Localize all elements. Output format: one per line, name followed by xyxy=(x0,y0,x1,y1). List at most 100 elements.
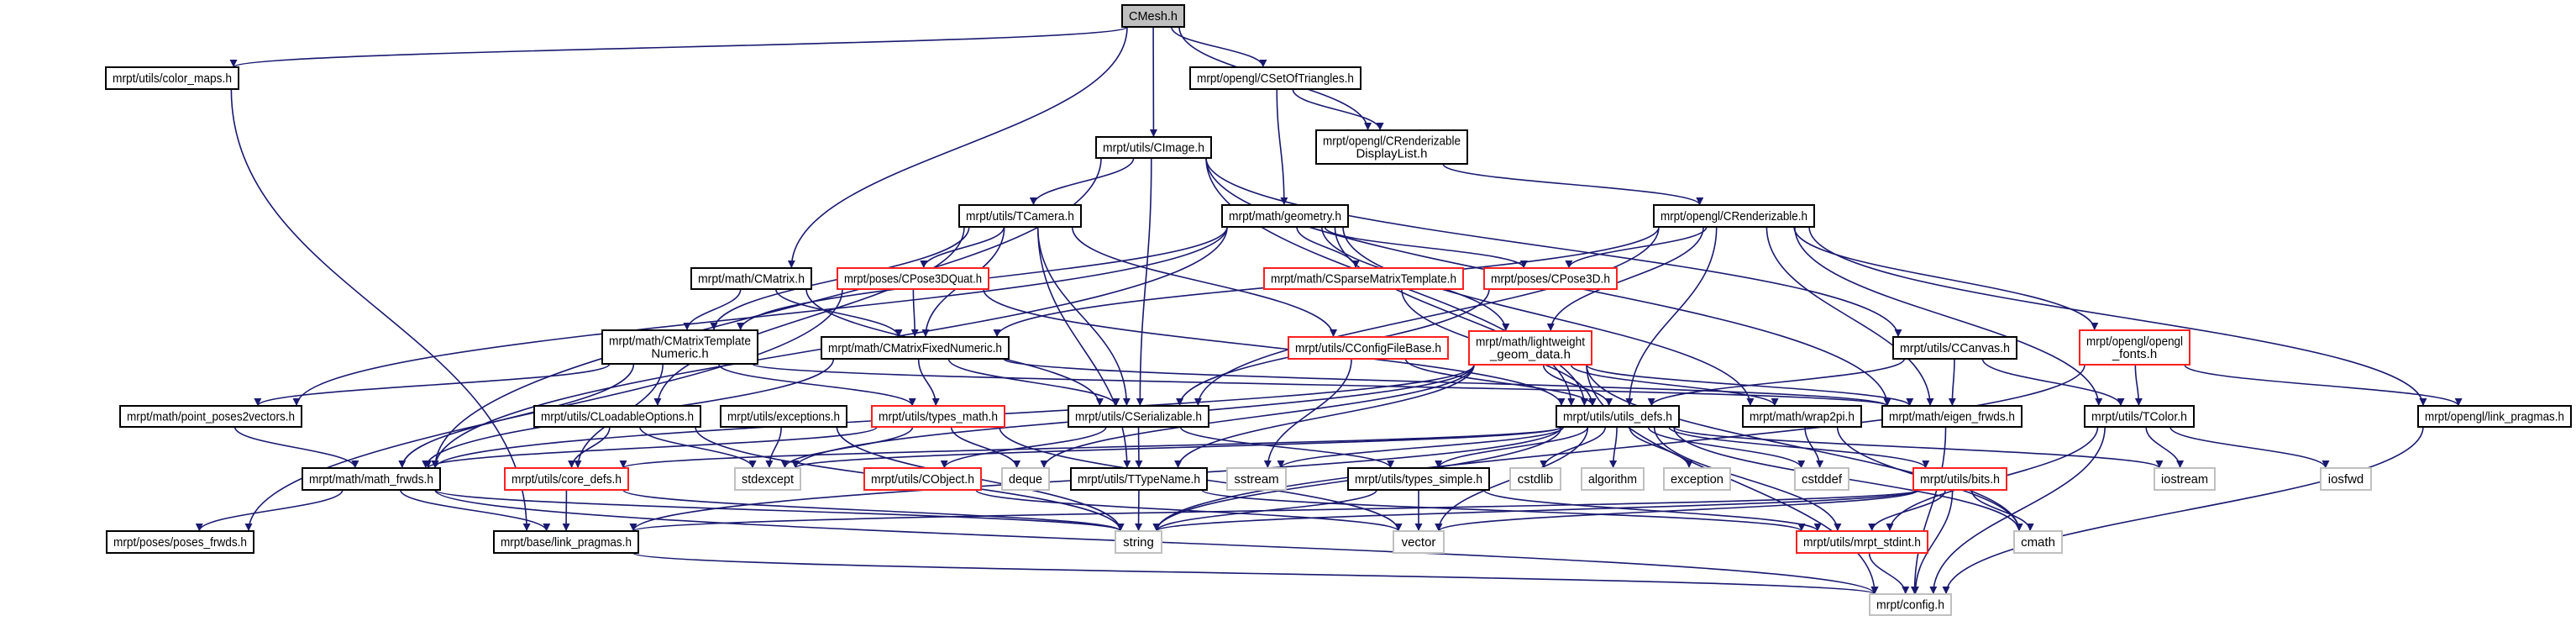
node-box xyxy=(1263,267,1464,290)
edge-bits-to-base_link xyxy=(630,489,1919,532)
node-cobject[interactable]: mrpt/utils/CObject.h xyxy=(863,467,982,491)
node-cmesh[interactable]: CMesh.h xyxy=(1121,4,1185,28)
node-exceptions[interactable]: mrpt/utils/exceptions.h xyxy=(720,405,847,428)
node-types_simple[interactable]: mrpt/utils/types_simple.h xyxy=(1347,467,1490,491)
edge-tcamera-to-cpose3dquat xyxy=(920,226,1005,269)
edge-cmfn-to-cserializable xyxy=(947,358,1120,407)
node-geometry[interactable]: mrpt/math/geometry.h xyxy=(1221,204,1349,228)
edge-tcolor-to-iostream xyxy=(2145,426,2185,469)
node-box xyxy=(1068,405,1209,428)
edge-crenderizable-to-ogl_link xyxy=(1808,226,2427,407)
node-wrap2pi[interactable]: mrpt/math/wrap2pi.h xyxy=(1742,405,1862,428)
node-label: iosfwd xyxy=(2328,472,2364,487)
node-label: mrpt/poses/CPose3DQuat.h xyxy=(844,272,982,287)
node-label: algorithm xyxy=(1588,472,1637,487)
edge-tcamera-to-cloadable xyxy=(653,226,965,407)
node-box xyxy=(1796,530,1928,554)
node-label: cstddef xyxy=(1802,472,1843,487)
edge-lwgeom-to-utils_defs xyxy=(1542,364,1613,407)
node-box xyxy=(2320,467,2372,491)
node-eigen_frwds[interactable]: mrpt/math/eigen_frwds.h xyxy=(1881,405,2023,428)
node-box xyxy=(1393,530,1445,554)
edge-geometry-to-wrap2pi xyxy=(1342,226,1755,407)
edge-csetoftriangles-to-geometry xyxy=(1276,88,1288,206)
edge-tcolor-to-iosfwd xyxy=(2169,426,2330,469)
edge-cmfn-to-types_math xyxy=(917,358,940,407)
edge-eigen_frwds-to-config xyxy=(1910,426,1947,595)
edge-crend_dl-to-crenderizable xyxy=(1442,163,1704,206)
node-math_frwds[interactable]: mrpt/math/math_frwds.h xyxy=(302,467,441,491)
node-label: mrpt/utils/TColor.h xyxy=(2091,410,2187,424)
edge-cmatrix-to-cmtn xyxy=(683,288,742,331)
nodes: CMesh.h mrpt/utils/color_maps.h mrpt/openg… xyxy=(105,4,2572,616)
node-cmfn[interactable]: mrpt/math/CMatrixFixedNumeric.h xyxy=(821,336,1010,360)
node-mrpt_stdint[interactable]: mrpt/utils/mrpt_stdint.h xyxy=(1796,530,1928,554)
edge-utils_defs-to-core_defs xyxy=(619,426,1562,469)
edge-cserializable-to-cobject xyxy=(940,426,1107,469)
node-box xyxy=(2417,405,2572,428)
node-color_maps[interactable]: mrpt/utils/color_maps.h xyxy=(105,66,239,90)
node-poses_frwds[interactable]: mrpt/poses/poses_frwds.h xyxy=(106,530,254,554)
node-label: mrpt/utils/CLoadableOptions.h xyxy=(541,410,694,424)
node-bits[interactable]: mrpt/utils/bits.h xyxy=(1912,467,2007,491)
node-box xyxy=(1509,467,1561,491)
node-tcolor[interactable]: mrpt/utils/TColor.h xyxy=(2084,405,2195,428)
node-box xyxy=(601,329,758,365)
node-ccanvas[interactable]: mrpt/utils/CCanvas.h xyxy=(1892,336,2017,360)
node-cconfig[interactable]: mrpt/utils/CConfigFileBase.h xyxy=(1288,336,1449,360)
edge-math_frwds-to-string xyxy=(434,489,1125,532)
node-cloadable[interactable]: mrpt/utils/CLoadableOptions.h xyxy=(533,405,701,428)
edge-crenderizable-to-lwgeom xyxy=(1546,226,1704,332)
node-box xyxy=(1483,267,1618,290)
edge-math_frwds-to-base_link xyxy=(400,489,551,532)
node-cpose3d[interactable]: mrpt/poses/CPose3D.h xyxy=(1483,267,1618,290)
edge-cimage-to-ccanvas xyxy=(1205,157,1902,338)
edge-cpose3dquat-to-cmfn xyxy=(910,288,919,338)
node-box xyxy=(1653,204,1815,228)
node-ttypename[interactable]: mrpt/utils/TTypeName.h xyxy=(1070,467,1208,491)
edge-ofonts-to-string xyxy=(1152,364,2085,532)
node-box xyxy=(533,405,701,428)
node-csparse[interactable]: mrpt/math/CSparseMatrixTemplate.h xyxy=(1263,267,1464,290)
node-pp2v[interactable]: mrpt/math/point_poses2vectors.h xyxy=(119,405,302,428)
edge-crenderizable-to-ofonts xyxy=(1793,226,2099,331)
node-label: mrpt/utils/CImage.h xyxy=(1103,141,1204,155)
node-box xyxy=(2013,530,2063,554)
node-config: mrpt/config.h xyxy=(1869,593,1952,616)
node-box xyxy=(504,467,629,491)
edge-utils_defs-to-algorithm xyxy=(1609,426,1618,469)
node-box xyxy=(1226,467,1287,491)
edge-ccanvas-to-tcolor xyxy=(1981,358,2125,407)
node-box xyxy=(1221,204,1349,228)
node-csetoftriangles[interactable]: mrpt/opengl/CSetOfTriangles.h xyxy=(1189,66,1361,90)
node-cpose3dquat[interactable]: mrpt/poses/CPose3DQuat.h xyxy=(837,267,989,290)
node-label: mrpt/utils/CSerializable.h xyxy=(1075,410,1202,424)
node-box xyxy=(2154,467,2216,491)
node-box xyxy=(1347,467,1490,491)
node-box xyxy=(1288,336,1449,360)
node-crenderizable[interactable]: mrpt/opengl/CRenderizable.h xyxy=(1653,204,1815,228)
edge-utils_defs-to-bits xyxy=(1668,426,1930,469)
node-cserializable[interactable]: mrpt/utils/CSerializable.h xyxy=(1068,405,1209,428)
node-box xyxy=(105,66,239,90)
node-cmatrix[interactable]: mrpt/math/CMatrix.h xyxy=(690,267,812,290)
node-box xyxy=(720,405,847,428)
node-types_math[interactable]: mrpt/utils/types_math.h xyxy=(871,405,1005,428)
edge-cimage-to-tcamera xyxy=(1029,157,1135,206)
edge-cserializable-to-types_simple xyxy=(1179,426,1395,469)
node-box xyxy=(1315,129,1468,165)
edge-crenderizable-to-eigen_frwds xyxy=(1765,226,1934,407)
node-utils_defs[interactable]: mrpt/utils/utils_defs.h xyxy=(1556,405,1680,428)
node-ofonts[interactable]: mrpt/opengl/opengl_fonts.h xyxy=(2079,329,2190,366)
node-box xyxy=(1115,530,1162,554)
node-tcamera[interactable]: mrpt/utils/TCamera.h xyxy=(958,204,1082,228)
node-base_link[interactable]: mrpt/base/link_pragmas.h xyxy=(493,530,639,554)
node-ogl_link[interactable]: mrpt/opengl/link_pragmas.h xyxy=(2417,405,2572,428)
edge-utils_defs-to-cstddef xyxy=(1647,426,1806,469)
node-box xyxy=(1095,136,1212,159)
node-cimage[interactable]: mrpt/utils/CImage.h xyxy=(1095,136,1212,159)
node-lwgeom[interactable]: mrpt/math/lightweight_geom_data.h xyxy=(1468,330,1592,366)
node-core_defs[interactable]: mrpt/utils/core_defs.h xyxy=(504,467,629,491)
